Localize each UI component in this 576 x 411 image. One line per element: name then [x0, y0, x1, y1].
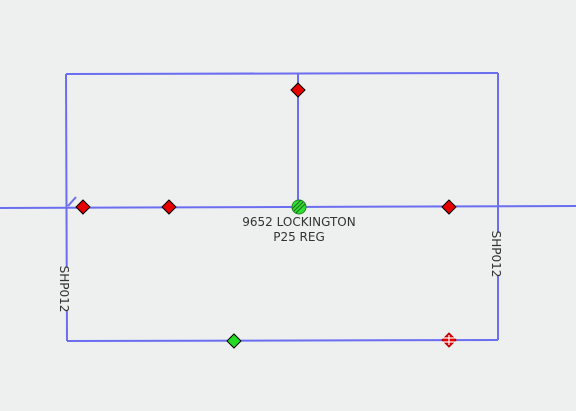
station-label-line2: P25 REG [273, 230, 325, 244]
top-pipe[interactable] [65, 72, 499, 75]
regulator-stripe [295, 203, 306, 214]
regulator-stripe [291, 199, 302, 210]
right-street-label-group: SHP012 [489, 231, 503, 278]
red-diamond-icon[interactable] [75, 199, 91, 215]
left-street-label-group: SHP012 [57, 266, 71, 313]
valve-top-center[interactable] [290, 82, 306, 98]
valve-bottom-open[interactable] [226, 333, 242, 349]
valve-left-mid[interactable] [161, 199, 177, 215]
right-street-label-bg [489, 232, 503, 276]
regulator-stripe [293, 201, 304, 212]
valve-right-mid[interactable] [441, 199, 457, 215]
valve-left-junction[interactable] [75, 199, 91, 215]
green-diamond-icon[interactable] [226, 333, 242, 349]
left-street-label: SHP012 [57, 266, 71, 313]
regulator-station[interactable] [291, 199, 307, 215]
green-regulator-icon[interactable] [291, 199, 307, 215]
bottom-pipe[interactable] [66, 339, 499, 342]
main-horizontal-pipe[interactable] [0, 205, 576, 209]
right-street-label: SHP012 [489, 231, 503, 278]
red-diamond-icon[interactable] [441, 199, 457, 215]
left-junction-tick [67, 196, 77, 207]
station-label-line1: 9652 LOCKINGTON [242, 215, 355, 229]
red-diamond-icon[interactable] [161, 199, 177, 215]
left-street-label-bg [57, 267, 71, 311]
red-diamond-icon[interactable] [290, 82, 306, 98]
valve-bottom-special[interactable] [441, 332, 457, 348]
